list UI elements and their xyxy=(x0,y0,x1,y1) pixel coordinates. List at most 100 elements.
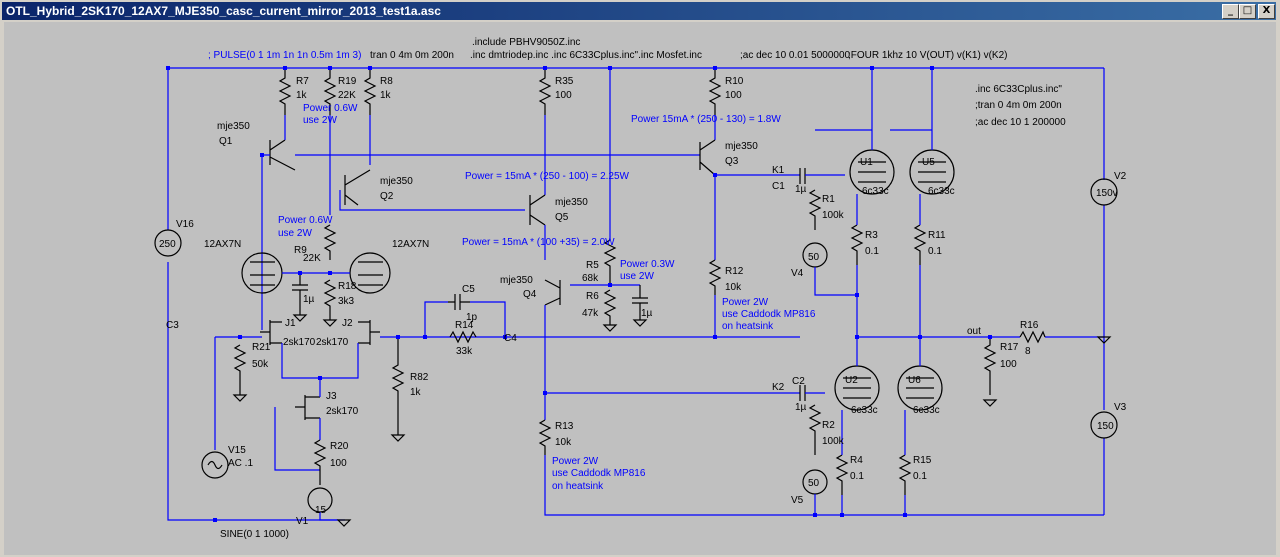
label-r12-value: 10k xyxy=(725,282,742,293)
note-q1a: Power 0.6W xyxy=(303,103,358,114)
note-q2b: use 2W xyxy=(278,228,312,239)
label-r4: R4 xyxy=(850,455,863,466)
directive-right3: ;ac dec 10 1 200000 xyxy=(975,117,1066,128)
label-j2-type: 2sk170 xyxy=(316,337,349,348)
wire-v1-gnd xyxy=(319,512,345,521)
label-u1-type: 6c33c xyxy=(862,186,889,197)
title-bar: OTL_Hybrid_2SK170_12AX7_MJE350_casc_curr… xyxy=(2,2,1276,20)
directive-include1: .include PBHV9050Z.inc xyxy=(472,37,580,48)
label-r18: R18 xyxy=(338,281,357,292)
label-v4-value: 50 xyxy=(808,252,820,263)
resistor-r20 xyxy=(313,439,327,485)
capacitor-c6 xyxy=(632,285,648,320)
label-v2: V2 xyxy=(1114,171,1127,182)
resistor-r1 xyxy=(808,189,822,230)
label-r9: R9 xyxy=(294,245,307,256)
note-r12b: use Caddodk MP816 xyxy=(722,309,816,320)
label-r16: R16 xyxy=(1020,320,1039,331)
label-r82: R82 xyxy=(410,372,429,383)
label-j3-type: 2sk170 xyxy=(326,406,359,417)
label-c3: C3 xyxy=(166,320,179,331)
label-r15-value: 0.1 xyxy=(913,471,927,482)
resistor-r6 xyxy=(603,289,617,325)
directive-inc: .inc dmtriodep.inc .inc 6C33Cplus.inc".i… xyxy=(470,50,702,61)
jfet-j3 xyxy=(295,395,320,420)
maximize-button[interactable]: □ xyxy=(1239,4,1256,19)
label-r3-value: 0.1 xyxy=(865,246,879,257)
label-v15-value: AC .1 xyxy=(228,458,253,469)
resistor-r2 xyxy=(808,404,822,455)
transistor-q3 xyxy=(699,139,716,176)
directive-pulse: ; PULSE(0 1 1m 1n 1n 0.5m 1m 3) xyxy=(208,50,361,61)
label-q4: Q4 xyxy=(523,289,537,300)
label-out: out xyxy=(967,326,981,337)
wire-v4 xyxy=(814,267,857,296)
source-v3 xyxy=(1090,411,1118,439)
label-r20: R20 xyxy=(330,441,349,452)
label-cap-tube: 1µ xyxy=(303,294,315,305)
label-r17: R17 xyxy=(1000,342,1019,353)
label-v2-value: 150v xyxy=(1096,188,1118,199)
label-r8-value: 1k xyxy=(380,90,392,101)
tube-u2 xyxy=(834,365,880,411)
transistor-q2 xyxy=(344,169,371,206)
label-v4: V4 xyxy=(791,268,804,279)
junction-dots xyxy=(166,66,992,522)
label-r12: R12 xyxy=(725,266,744,277)
label-r5-value: 68k xyxy=(582,273,599,284)
label-q5-type: mje350 xyxy=(555,197,588,208)
schematic-drawing: .include PBHV9050Z.inc ; PULSE(0 1 1m 1n… xyxy=(154,37,1127,540)
resistor-r18 xyxy=(323,279,337,320)
transistor-q4 xyxy=(544,279,561,306)
directive-right2: ;tran 0 4m 0m 200n xyxy=(975,100,1062,111)
note-r13b: use Caddodk MP816 xyxy=(552,468,646,479)
label-r10: R10 xyxy=(725,76,744,87)
note-q5: Power = 15mA * (100 +35) = 2.0W xyxy=(462,237,615,248)
resistor-r17 xyxy=(983,337,997,395)
schematic-canvas[interactable]: .include PBHV9050Z.inc ; PULSE(0 1 1m 1n… xyxy=(4,22,1276,555)
minimize-button[interactable]: _ xyxy=(1222,4,1239,19)
resistor-r14 xyxy=(449,330,477,344)
wire-q2 xyxy=(339,190,525,211)
label-v1-value: 15 xyxy=(315,505,327,516)
resistor-r12 xyxy=(708,259,722,295)
label-r1: R1 xyxy=(822,194,835,205)
label-u2-type: 6c33c xyxy=(851,405,878,416)
source-v15 xyxy=(201,451,229,479)
label-r17-value: 100 xyxy=(1000,359,1017,370)
label-v5-value: 50 xyxy=(808,478,820,489)
close-button[interactable]: X xyxy=(1258,4,1275,19)
label-q3-type: mje350 xyxy=(725,141,758,152)
directive-tran: tran 0 4m 0m 200n xyxy=(370,50,454,61)
wire-q1 xyxy=(261,154,700,330)
label-q2-type: mje350 xyxy=(380,176,413,187)
jfet-j2 xyxy=(358,320,380,345)
note-r5a: Power 0.3W xyxy=(620,259,675,270)
label-r13: R13 xyxy=(555,421,574,432)
label-r6: R6 xyxy=(586,291,599,302)
label-c5: C5 xyxy=(462,284,475,295)
label-c6-value: 1µ xyxy=(641,308,653,319)
note-q3: Power 15mA * (250 - 130) = 1.8W xyxy=(631,114,781,125)
label-q4-type: mje350 xyxy=(500,275,533,286)
label-r11-value: 0.1 xyxy=(928,246,942,257)
resistor-r19 xyxy=(323,68,337,115)
label-c4: C4 xyxy=(504,333,517,344)
label-r5: R5 xyxy=(586,260,599,271)
label-u5: U5 xyxy=(922,157,935,168)
resistor-r21 xyxy=(233,344,247,395)
label-r11: R11 xyxy=(928,230,946,241)
label-r3: R3 xyxy=(865,230,878,241)
source-v16 xyxy=(154,229,182,257)
label-u6: U6 xyxy=(908,375,921,386)
capacitor-c2 xyxy=(799,385,806,401)
label-r13-value: 10k xyxy=(555,437,572,448)
ground-symbols xyxy=(232,314,1112,527)
label-c1: C1 xyxy=(772,181,785,192)
label-v3-value: 150 xyxy=(1097,421,1114,432)
window-title: OTL_Hybrid_2SK170_12AX7_MJE350_casc_curr… xyxy=(6,4,441,18)
label-c1-value: 1µ xyxy=(795,184,807,195)
label-tube-right: 12AX7N xyxy=(392,239,429,250)
label-sine: SINE(0 1 1000) xyxy=(220,529,289,540)
